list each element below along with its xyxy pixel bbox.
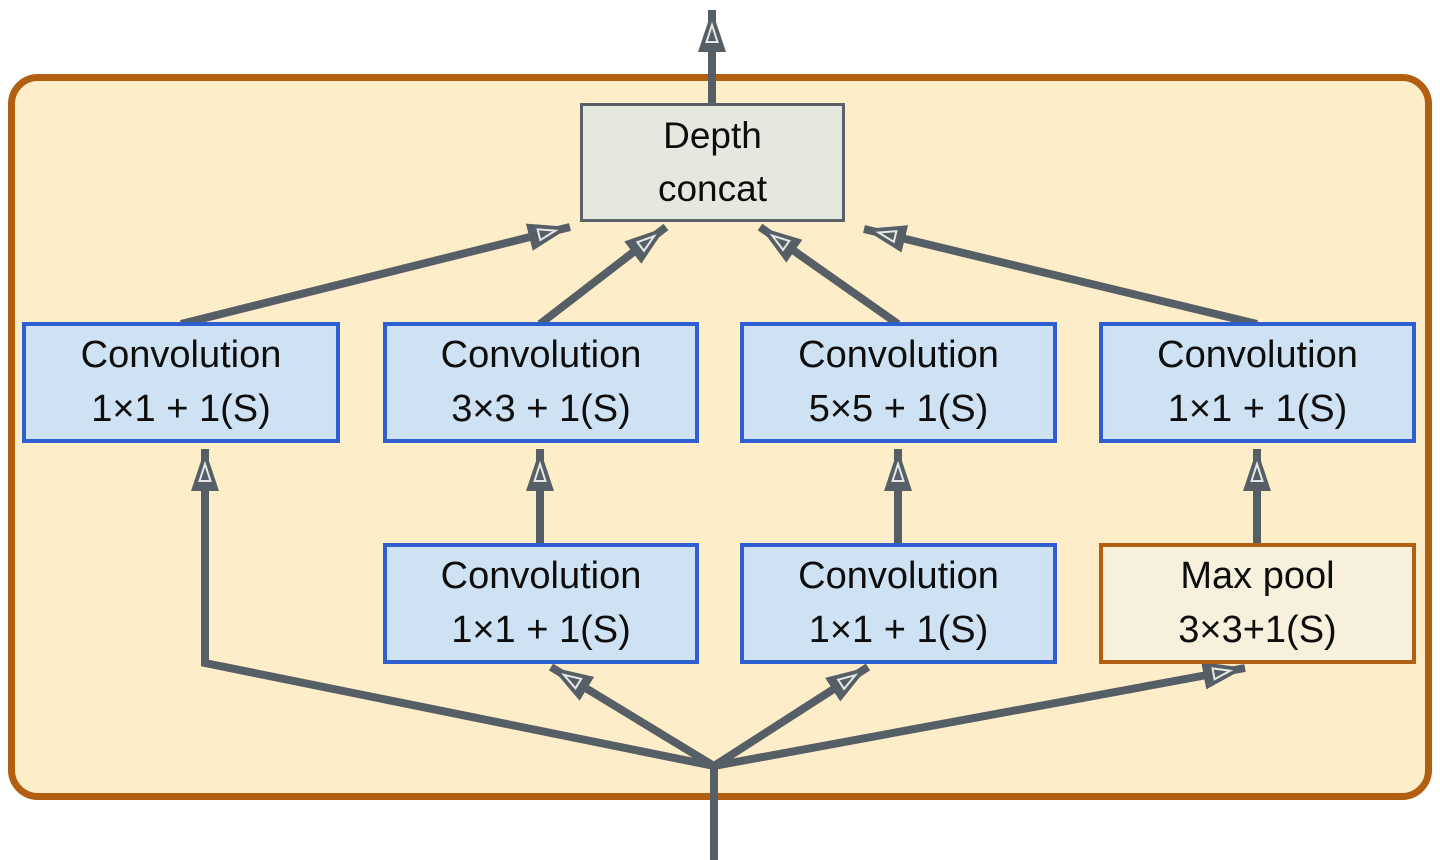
conv-kernel-label: 1×1 + 1(S) [1167,387,1348,430]
conv-kernel-label: 1×1 + 1(S) [808,608,989,651]
max-pool-label: Max pool [1180,554,1335,597]
conv-label: Convolution [798,554,999,597]
depth-concat-label-line1: Depth [663,114,762,156]
conv-1x1-before-3x3-box: Convolution 1×1 + 1(S) [383,543,699,664]
conv-label: Convolution [798,333,999,376]
conv-3x3-box: Convolution 3×3 + 1(S) [383,322,699,443]
conv-kernel-label: 1×1 + 1(S) [451,608,631,651]
max-pool-box: Max pool 3×3+1(S) [1099,543,1416,664]
conv-5x5-box: Convolution 5×5 + 1(S) [740,322,1057,443]
conv-1x1-branch1-box: Convolution 1×1 + 1(S) [22,322,340,443]
depth-concat-label-line2: concat [657,167,767,209]
conv-label: Convolution [440,333,642,376]
conv-label: Convolution [80,333,282,376]
conv-kernel-label: 5×5 + 1(S) [808,387,989,430]
conv-1x1-before-5x5-box: Convolution 1×1 + 1(S) [740,543,1057,664]
conv-label: Convolution [440,554,642,597]
conv-label: Convolution [1157,333,1358,376]
max-pool-kernel-label: 3×3+1(S) [1178,608,1337,651]
conv-kernel-label: 3×3 + 1(S) [451,387,631,430]
conv-1x1-branch4-box: Convolution 1×1 + 1(S) [1099,322,1416,443]
conv-kernel-label: 1×1 + 1(S) [91,387,271,430]
depth-concat-box: Depth concat [580,103,845,222]
